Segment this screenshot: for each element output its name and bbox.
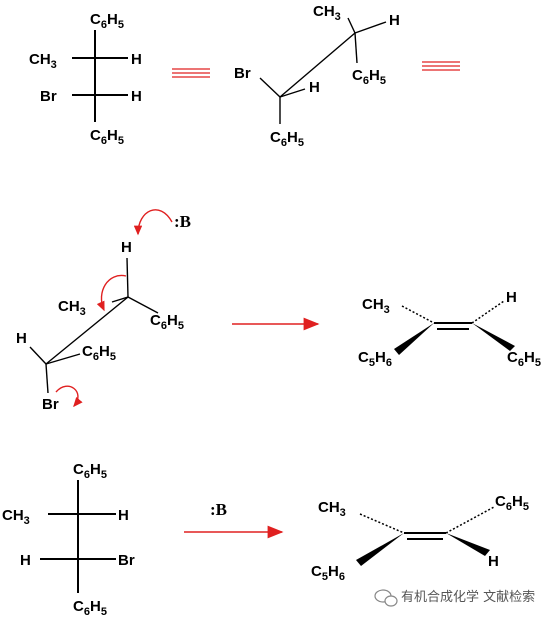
hydrogen-label: H <box>488 553 499 570</box>
wechat-icon <box>374 589 398 607</box>
phenyl-label: C5H6 <box>358 349 392 369</box>
methyl-label: CH3 <box>362 296 390 316</box>
mechanism-sawhorse: H CH3 C6H5 H C6H5 Br <box>16 239 184 413</box>
phenyl-label: C6H5 <box>352 67 386 87</box>
hydrogen-label: H <box>16 330 27 347</box>
base-label: :B <box>174 212 191 231</box>
phenyl-label: C6H5 <box>82 343 116 363</box>
phenyl-label: C6H5 <box>73 461 107 481</box>
hydrogen-label: H <box>506 289 517 306</box>
bromine-label: Br <box>118 552 135 569</box>
bromine-label: Br <box>42 396 59 413</box>
bromine-label: Br <box>40 88 57 105</box>
hydrogen-label: H <box>118 507 129 524</box>
equivalence-sign <box>422 61 460 71</box>
base-label: :B <box>210 500 227 519</box>
hydrogen-label: H <box>389 12 400 29</box>
hydrogen-label: H <box>121 239 132 256</box>
phenyl-label: C6H5 <box>495 493 529 513</box>
equivalence-sign <box>172 68 210 78</box>
phenyl-label: C6H5 <box>90 127 124 147</box>
fischer-projection-1: C6H5 CH3 H Br H C6H5 <box>29 11 142 147</box>
phenyl-label: C6H5 <box>90 11 124 31</box>
phenyl-label: C5H6 <box>311 563 345 583</box>
phenyl-label: C6H5 <box>73 598 107 618</box>
fischer-projection-2: C6H5 CH3 H H Br C6H5 <box>2 461 135 618</box>
bromine-label: Br <box>234 65 251 82</box>
watermark-text: 有机合成化学 文献检索 <box>401 589 535 605</box>
hydrogen-label: H <box>20 552 31 569</box>
hydrogen-label: H <box>131 88 142 105</box>
methyl-label: CH3 <box>313 3 341 23</box>
methyl-label: CH3 <box>58 298 86 318</box>
electron-push-arrows <box>55 209 173 408</box>
sawhorse-projection-1: CH3 H C6H5 Br H C6H5 <box>234 3 400 149</box>
phenyl-label: C6H5 <box>270 129 304 149</box>
hydrogen-label: H <box>309 79 320 96</box>
methyl-label: CH3 <box>318 499 346 519</box>
alkene-product-2: CH3 C6H5 C5H6 H <box>311 493 529 583</box>
methyl-label: CH3 <box>2 507 30 527</box>
phenyl-label: C6H5 <box>507 349 541 369</box>
hydrogen-label: H <box>131 51 142 68</box>
watermark: 有机合成化学 文献检索 <box>374 589 535 607</box>
phenyl-label: C6H5 <box>150 312 184 332</box>
methyl-label: CH3 <box>29 51 57 71</box>
alkene-product-1: CH3 H C5H6 C6H5 <box>358 289 541 369</box>
